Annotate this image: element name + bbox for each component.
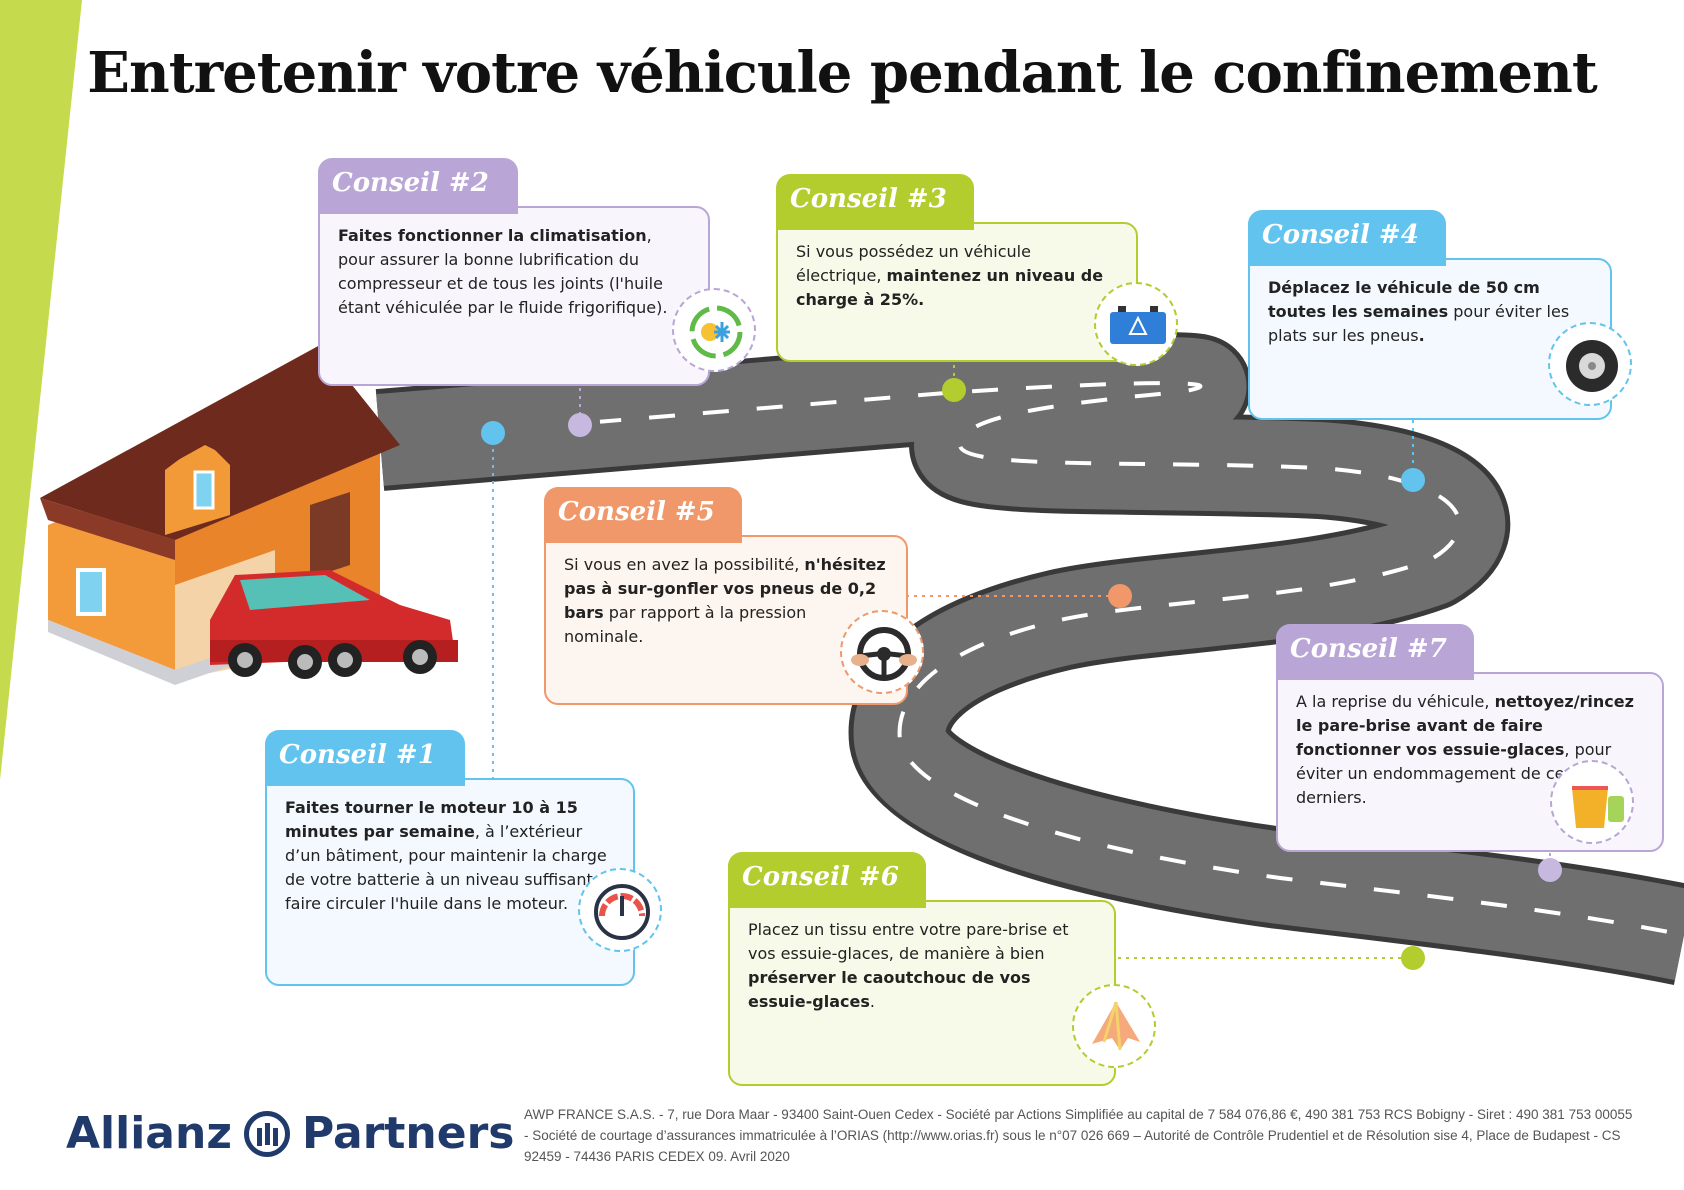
winding-road xyxy=(375,332,1684,985)
tip-text-2: Faites fonctionner la climatisation, pou… xyxy=(318,206,710,386)
tip-tab-2: Conseil #2 xyxy=(318,158,518,214)
tip-text-plain: Placez un tissu entre votre pare-brise e… xyxy=(748,920,1069,963)
tip-text-bold: n'hésitez pas à sur-gonfler vos pneus de… xyxy=(564,555,886,622)
bucket-icon xyxy=(1550,760,1634,844)
allianz-partners-logo: Allianz Partners xyxy=(66,1108,514,1159)
tip-text-bold: maintenez un niveau de charge à 25%. xyxy=(796,266,1104,309)
legal-notice: AWP FRANCE S.A.S. - 7, rue Dora Maar - 9… xyxy=(524,1107,1633,1164)
tip-tab-3: Conseil #3 xyxy=(776,174,974,230)
tip-tab-6: Conseil #6 xyxy=(728,852,926,908)
tip-card-6: Placez un tissu entre votre pare-brise e… xyxy=(728,852,1116,1086)
tip-tab-7: Conseil #7 xyxy=(1276,624,1474,680)
tip-tab-4: Conseil #4 xyxy=(1248,210,1446,266)
battery-icon xyxy=(1094,282,1178,366)
tip-text-plain: Si vous en avez la possibilité, xyxy=(564,555,805,574)
tip-card-2: Faites fonctionner la climatisation, pou… xyxy=(318,158,710,386)
road-markers xyxy=(481,378,1562,970)
brand-name: Allianz xyxy=(66,1108,232,1159)
tip-card-4: Déplacez le véhicule de 50 cm toutes les… xyxy=(1248,210,1612,420)
tip-tab-5: Conseil #5 xyxy=(544,487,742,543)
page-title: Entretenir votre véhicule pendant le con… xyxy=(87,40,1597,106)
tip-text-plain: par rapport à la pression nominale. xyxy=(564,603,807,646)
tip-text-6: Placez un tissu entre votre pare-brise e… xyxy=(728,900,1116,1086)
car-illustration xyxy=(210,570,458,679)
tip-text-plain: . xyxy=(869,992,875,1011)
air-conditioning-icon xyxy=(672,288,756,372)
tip-tab-1: Conseil #1 xyxy=(265,730,465,786)
tip-text-plain: , à l’extérieur d’un bâtiment, pour main… xyxy=(285,822,614,913)
tip-text-bold: nettoyez/rincez le pare-brise avant de f… xyxy=(1296,692,1634,759)
tip-text-bold: . xyxy=(1418,326,1425,345)
tip-text-plain: Si vous possédez un véhicule électrique, xyxy=(796,242,1031,285)
tip-text-plain: pour éviter les plats sur les pneus xyxy=(1268,302,1570,345)
allianz-eagle-icon xyxy=(243,1110,290,1157)
tip-text-bold: Déplacez le véhicule de 50 cm toutes les… xyxy=(1268,278,1540,321)
tip-card-3: Si vous possédez un véhicule électrique,… xyxy=(776,174,1138,362)
cloth-icon xyxy=(1072,984,1156,1068)
tip-text-bold: Faites tourner le moteur 10 à 15 minutes… xyxy=(285,798,578,841)
brand-suffix: Partners xyxy=(301,1108,515,1159)
tip-text-4: Déplacez le véhicule de 50 cm toutes les… xyxy=(1248,258,1612,420)
steering-wheel-icon xyxy=(840,610,924,694)
tip-text-3: Si vous possédez un véhicule électrique,… xyxy=(776,222,1138,362)
tip-text-plain: , pour assurer la bonne lubrification du… xyxy=(338,226,668,317)
tip-card-7: A la reprise du véhicule, nettoyez/rince… xyxy=(1276,624,1664,852)
tip-text-bold: préserver le caoutchouc de vos essuie-gl… xyxy=(748,968,1031,1011)
tip-text-plain: , pour éviter un endommagement de ces de… xyxy=(1296,740,1612,807)
tire-icon xyxy=(1548,322,1632,406)
tip-text-bold: Faites fonctionner la climatisation xyxy=(338,226,647,245)
tip-text-plain: A la reprise du véhicule, xyxy=(1296,692,1495,711)
speedometer-icon xyxy=(578,868,662,952)
decorative-stripe xyxy=(0,0,82,780)
